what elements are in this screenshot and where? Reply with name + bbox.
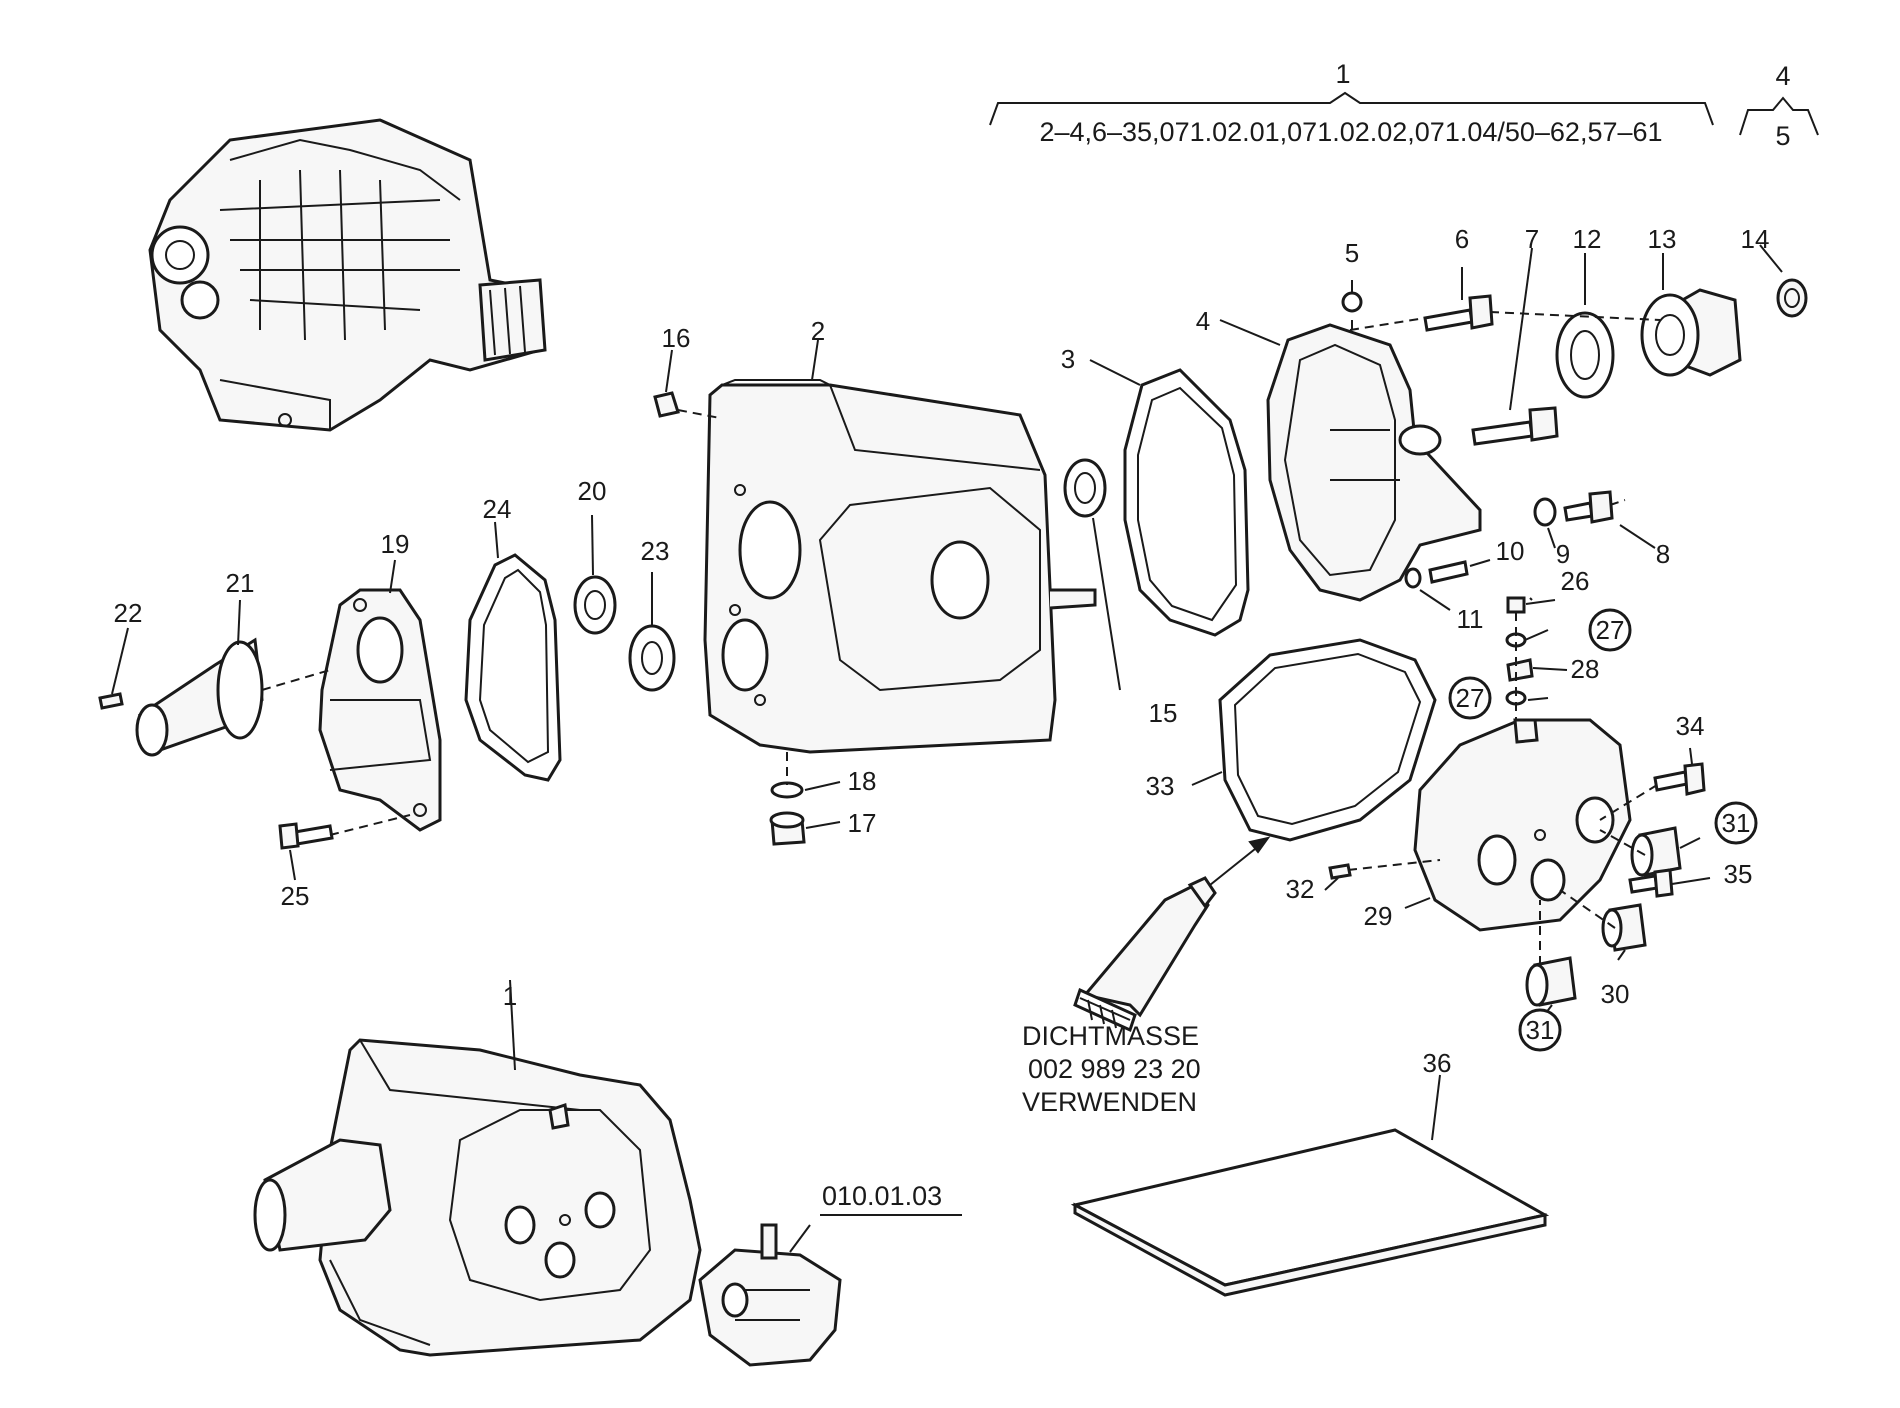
callout-8: 8 — [1656, 539, 1670, 569]
callout-27-lower: 27 — [1456, 683, 1485, 713]
part-31-bushing-upper — [1630, 826, 1682, 877]
callout-18: 18 — [848, 766, 877, 796]
part-6-bolt — [1423, 294, 1494, 332]
callout-6: 6 — [1455, 224, 1469, 254]
part-36-sheet — [1070, 1128, 1550, 1297]
callout-5: 5 — [1345, 238, 1359, 268]
part-7-bolt — [1471, 406, 1559, 446]
assembly-dashed-lines — [261, 311, 1661, 965]
callout-labels: 2 3 4 5 6 7 8 9 10 11 12 13 14 15 16 17 … — [114, 224, 1770, 1078]
part-15-seal-ring — [1063, 458, 1107, 518]
part-2-gearbox-housing — [703, 379, 1097, 754]
part-9-washer — [1533, 497, 1557, 527]
callout-36: 36 — [1423, 1048, 1452, 1078]
part-10-bolt — [1428, 560, 1469, 584]
callout-29: 29 — [1364, 901, 1393, 931]
part-16-plug — [653, 391, 680, 418]
part-32-pin — [1328, 863, 1352, 880]
callout-20: 20 — [578, 476, 607, 506]
part-13-flange — [1640, 288, 1742, 377]
part-20-seal-ring — [573, 575, 617, 635]
callout-33: 33 — [1146, 771, 1175, 801]
mount-reference: 010.01.03 — [789, 1181, 962, 1253]
sealant-note: DICHTMASSE 002 989 23 20 VERWENDEN — [1022, 1021, 1201, 1117]
engine-illustration — [148, 118, 547, 432]
callout-12: 12 — [1573, 224, 1602, 254]
part-19-front-cover — [318, 588, 442, 832]
callout-31-lower: 31 — [1526, 1015, 1555, 1045]
part-30-bushing — [1601, 903, 1647, 952]
callout-15: 15 — [1149, 698, 1178, 728]
callout-32: 32 — [1286, 874, 1315, 904]
part-26-screw — [1506, 596, 1526, 614]
sealant-tube-illustration — [1073, 836, 1271, 1033]
callout-24: 24 — [483, 494, 512, 524]
part-5-plug — [1341, 291, 1363, 313]
callout-14: 14 — [1741, 224, 1770, 254]
callout-13: 13 — [1648, 224, 1677, 254]
callout-26: 26 — [1561, 566, 1590, 596]
callout-9: 9 — [1556, 539, 1570, 569]
callout-4: 4 — [1196, 306, 1210, 336]
part-35-bolt — [1628, 868, 1674, 898]
callout-35: 35 — [1724, 859, 1753, 889]
part-3-gasket — [1123, 368, 1250, 637]
part-12-seal-ring — [1555, 311, 1615, 399]
part-8-bolt — [1563, 490, 1614, 524]
assembly-bracket: 1 2–4,6–35,071.02.01,071.02.02,071.04/50… — [989, 59, 1714, 147]
part-25-bolt — [278, 822, 334, 850]
part-11-washer — [1404, 567, 1422, 589]
part-33-gasket — [1218, 638, 1437, 842]
callout-10: 10 — [1496, 536, 1525, 566]
part-17-drain-plug — [769, 811, 806, 846]
callout-28: 28 — [1571, 654, 1600, 684]
circle-markers — [1448, 608, 1758, 1052]
callout-31-upper: 31 — [1722, 808, 1751, 838]
callout-19: 19 — [381, 529, 410, 559]
callout-1-assembled: 1 — [503, 981, 517, 1011]
callout-23: 23 — [641, 536, 670, 566]
callout-21: 21 — [226, 568, 255, 598]
callout-2: 2 — [811, 316, 825, 346]
callout-7: 7 — [1525, 224, 1539, 254]
sub-assembly-range: 5 — [1775, 121, 1790, 151]
callout-27-upper: 27 — [1596, 615, 1625, 645]
part-14-nut — [1776, 278, 1808, 318]
callout-22: 22 — [114, 598, 143, 628]
note-line-1: DICHTMASSE — [1022, 1021, 1199, 1051]
part-21-sleeve-flange — [135, 637, 264, 757]
sub-assembly-bracket: 4 5 — [1739, 61, 1819, 151]
callout-11: 11 — [1457, 604, 1484, 634]
note-line-2: 002 989 23 20 — [1028, 1054, 1201, 1084]
part-28-breather — [1506, 658, 1534, 682]
part-4-rear-cover — [1266, 323, 1482, 602]
part-18-sealing-ring — [770, 781, 804, 799]
assembly-number: 1 — [1335, 59, 1350, 89]
assembled-gearbox-illustration — [253, 1038, 702, 1357]
callout-25: 25 — [281, 881, 310, 911]
callout-16: 16 — [662, 323, 691, 353]
part-31-bushing-lower — [1525, 956, 1577, 1007]
callout-34: 34 — [1676, 711, 1705, 741]
leader-lines — [111, 244, 1783, 1141]
part-29-gear-cover — [1413, 718, 1632, 932]
part-23-shim — [628, 624, 676, 692]
note-line-3: VERWENDEN — [1022, 1087, 1197, 1117]
part-24-gasket — [464, 553, 562, 782]
callout-30: 30 — [1601, 979, 1630, 1009]
sub-assembly-number: 4 — [1775, 61, 1790, 91]
callout-17: 17 — [848, 808, 877, 838]
callout-3: 3 — [1061, 344, 1075, 374]
mount-reference-number: 010.01.03 — [822, 1181, 942, 1211]
assembly-range: 2–4,6–35,071.02.01,071.02.02,071.04/50–6… — [1039, 117, 1662, 147]
part-22-screw — [98, 692, 124, 710]
part-34-bolt — [1653, 762, 1706, 796]
engine-mount-illustration — [698, 1223, 842, 1367]
